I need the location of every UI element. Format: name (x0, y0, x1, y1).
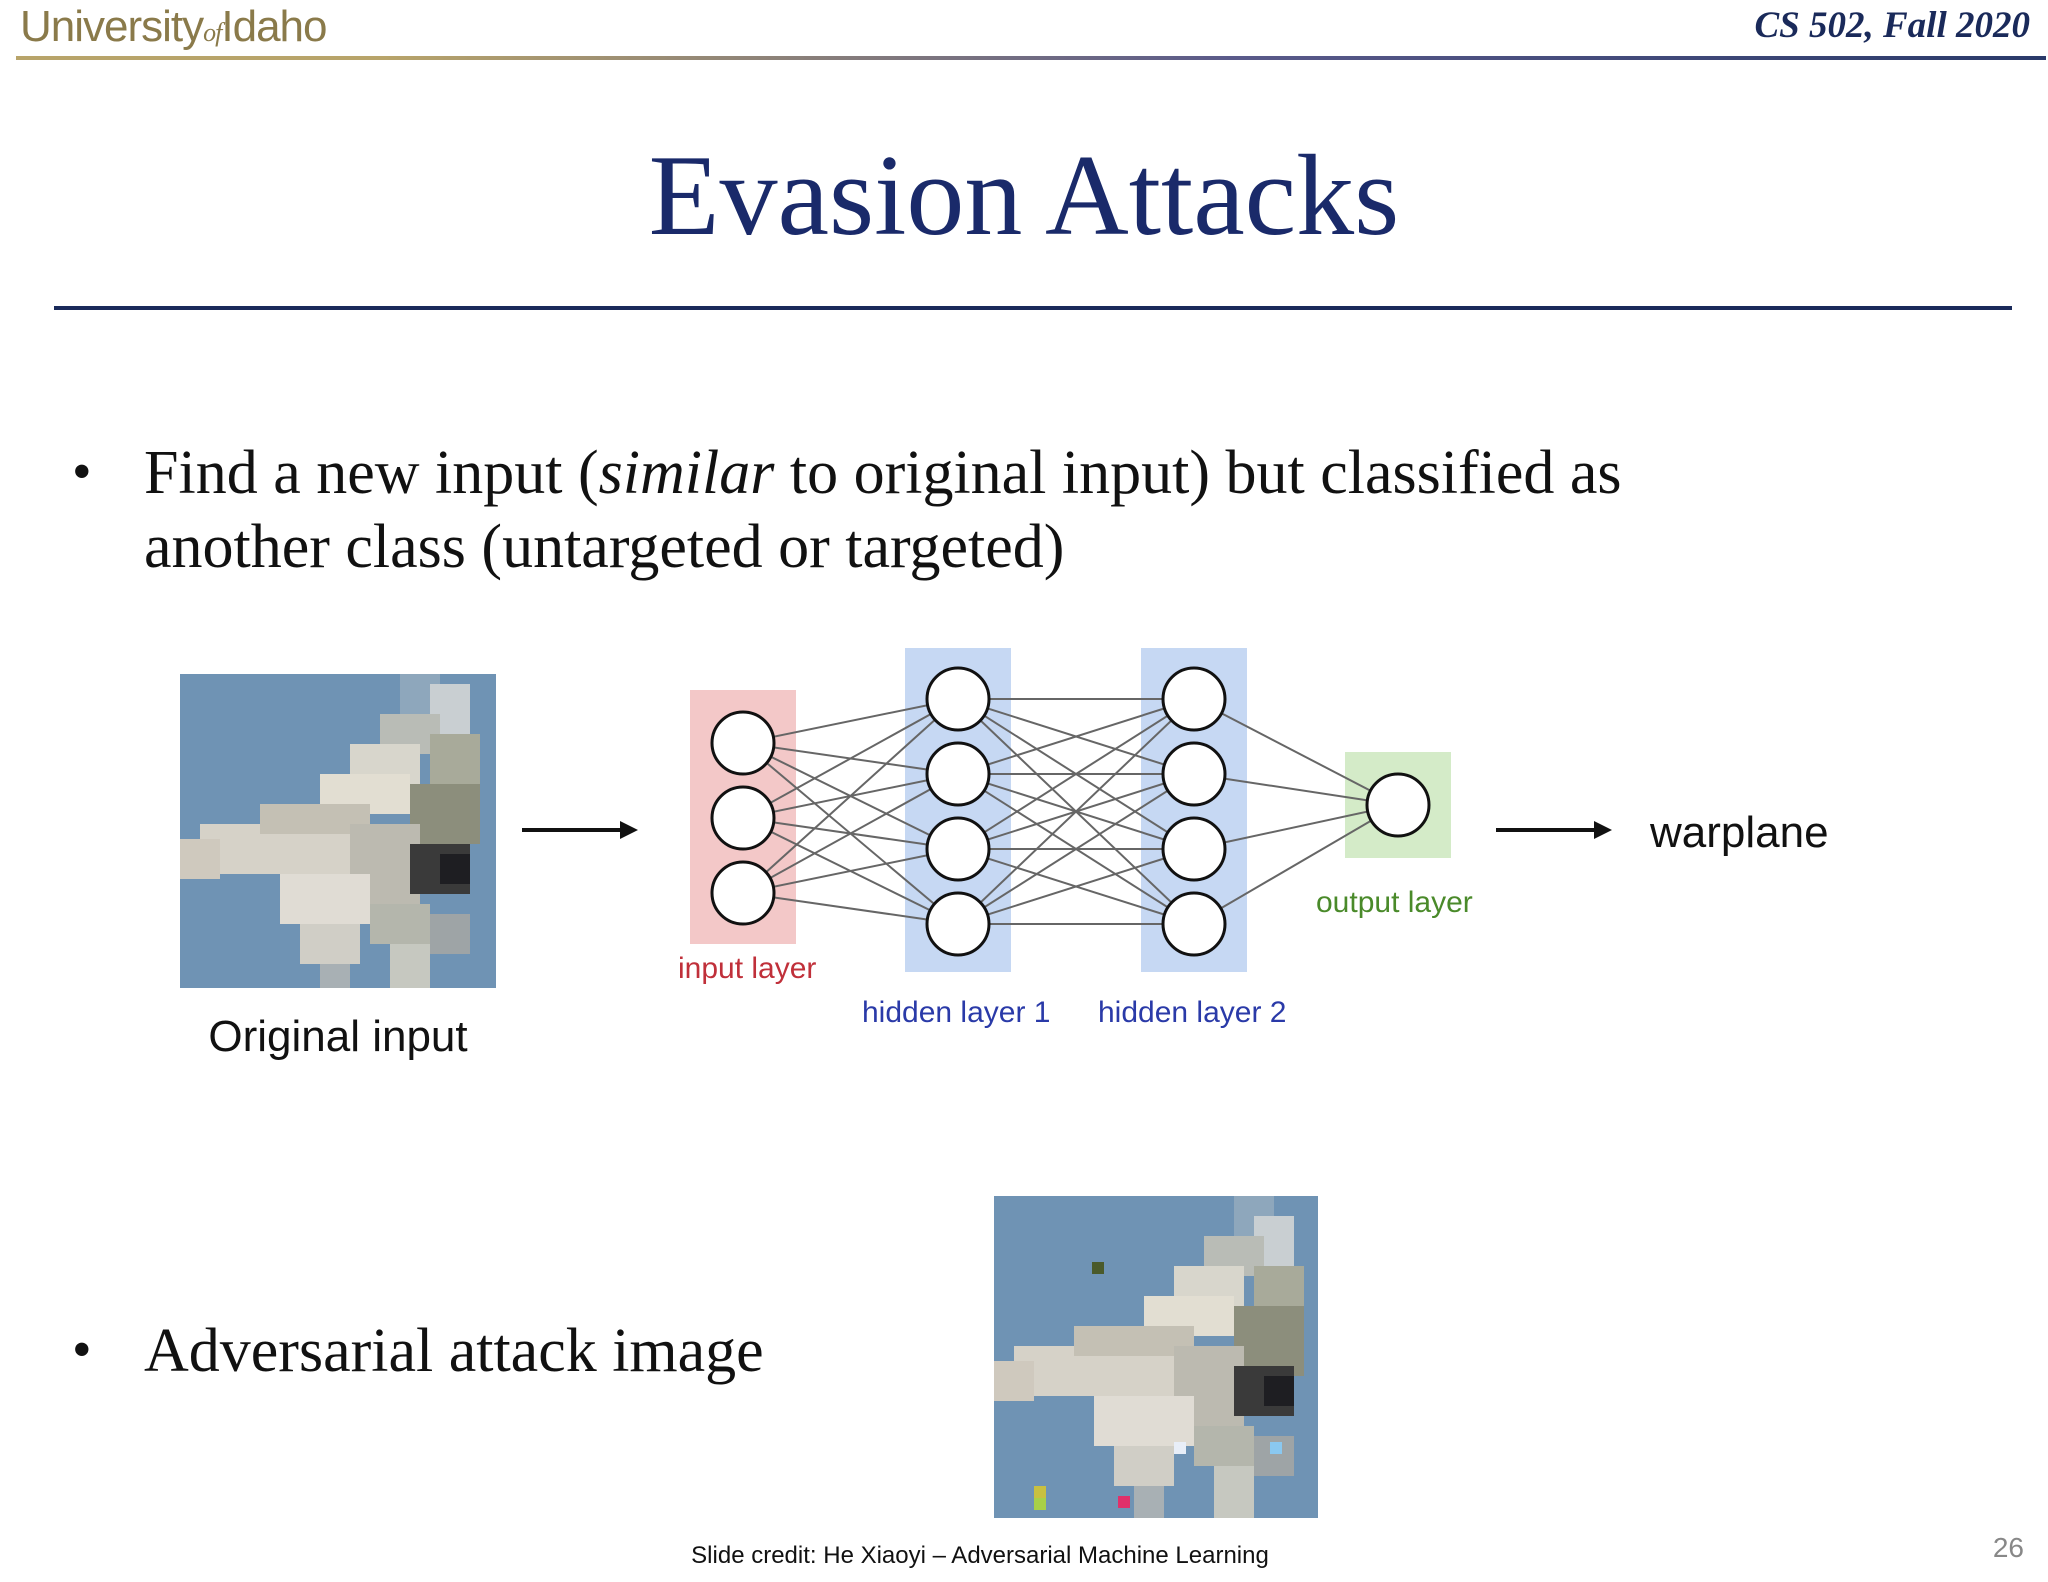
title-divider (54, 306, 2012, 310)
original-input-image (180, 674, 496, 988)
bullet-dot: • (72, 441, 92, 503)
adversarial-image (994, 1196, 1318, 1518)
hidden-layer-2-label: hidden layer 2 (1098, 996, 1287, 1029)
header-divider (16, 56, 2046, 60)
original-input-caption: Original input (208, 1012, 468, 1061)
hidden-layer-1-label: hidden layer 1 (862, 996, 1051, 1029)
bullet-2: Adversarial attack image (144, 1317, 764, 1385)
bullet-1: Find a new input (similar to original in… (144, 439, 1622, 581)
input-layer-label: input layer (678, 952, 817, 985)
output-class-label: warplane (1650, 808, 1829, 857)
university-logo: UniversityofIdaho (20, 2, 328, 51)
course-label: CS 502, Fall 2020 (1754, 5, 2031, 46)
slide-title: Evasion Attacks (648, 132, 1400, 260)
page-number: 26 (1992, 1532, 2024, 1563)
slide-credit: Slide credit: He Xiaoyi – Adversarial Ma… (691, 1542, 1269, 1569)
output-layer-label: output layer (1316, 886, 1473, 919)
arrow-right-icon (1496, 821, 1612, 839)
bullet-dot: • (72, 1319, 92, 1381)
arrow-right-icon (522, 821, 638, 839)
neural-network-diagram (690, 648, 1451, 972)
